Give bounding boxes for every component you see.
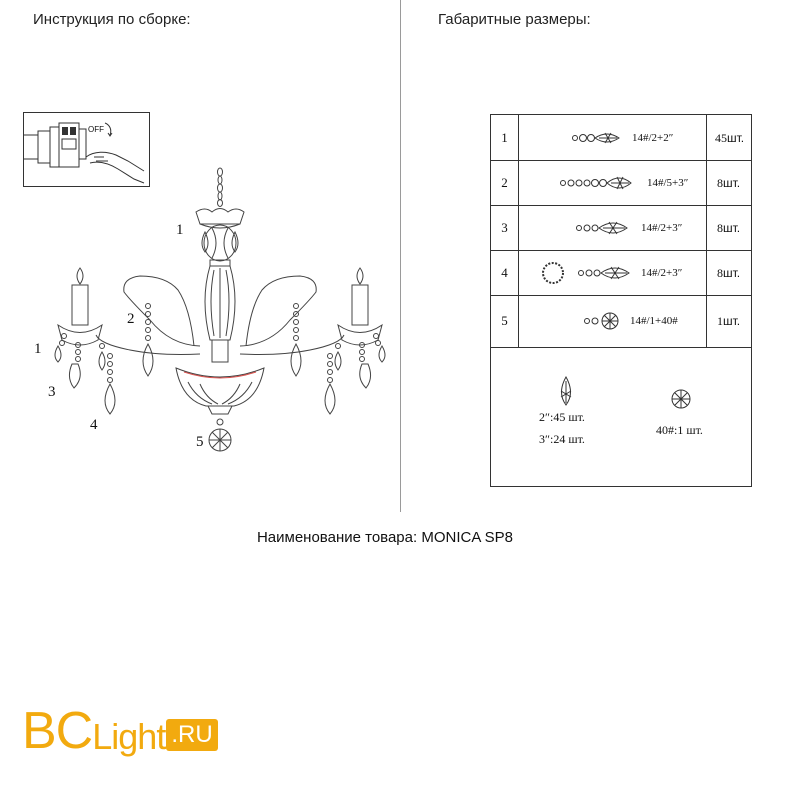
crystal-ball-strand-icon: [584, 312, 619, 330]
switch-off-illustration: OFF: [23, 112, 150, 187]
chain: [217, 167, 223, 207]
column-divider: [706, 205, 707, 250]
label-crystal-4-left: 4: [90, 417, 98, 433]
switch-off-label: OFF: [88, 125, 104, 134]
column-divider: [706, 250, 707, 295]
table-row: 3 14#/2+3″ 8шт.: [491, 205, 751, 251]
part-qty: 8шт.: [717, 176, 741, 190]
part-spec: 14#/2+2″: [632, 132, 674, 144]
table-row: 4 14#/2+3″ 8шт.: [491, 250, 751, 296]
part-spec: 14#/5+3″: [647, 177, 689, 189]
bclight-logo: BC Light .RU: [22, 697, 218, 757]
breaker-hand-icon: [24, 122, 145, 184]
column-divider: [706, 160, 707, 205]
logo-ru: .RU: [166, 719, 218, 751]
label-crystal-3-left: 3: [48, 384, 56, 400]
table-row: 1 14#/2+2″ 45шт.: [491, 115, 751, 161]
part-spec: 14#/1+40#: [630, 315, 678, 327]
part-spec: 14#/2+3″: [641, 267, 683, 279]
column-divider: [706, 115, 707, 160]
legend-drop-3in: 3″:24 шт.: [539, 432, 585, 446]
column-divider: [706, 295, 707, 347]
part-qty: 45шт.: [715, 131, 745, 145]
crystal-strand-icon: [560, 176, 632, 190]
product-name: Наименование товара: MONICA SP8: [256, 529, 514, 546]
table-row: 5 14#/1+40# 1шт.: [491, 295, 751, 348]
crystal-strand-icon: [576, 221, 628, 235]
label-crystal-1-top: 1: [176, 222, 184, 238]
part-qty: 8шт.: [717, 266, 741, 280]
part-qty: 8шт.: [717, 221, 741, 235]
part-number: 1: [491, 115, 519, 160]
parts-table: 1 14#/2+2″ 45шт. 2 14#/5+3″ 8шт. 3: [490, 114, 752, 487]
logo-bc: BC: [22, 702, 93, 760]
crystal-strand-icon: [572, 132, 620, 144]
part-number: 2: [491, 160, 519, 205]
teardrop-crystal-icon: [561, 375, 571, 406]
part-qty: 1шт.: [717, 314, 741, 328]
logo-light: Light: [92, 716, 166, 757]
label-crystal-2-arm: 2: [127, 311, 135, 327]
legend-drop-2in: 2″:45 шт.: [539, 410, 585, 424]
part-number: 3: [491, 205, 519, 250]
page-divider: [400, 0, 401, 512]
crystal-ring-strand-icon: [542, 262, 630, 284]
table-row: 2 14#/5+3″ 8шт.: [491, 160, 751, 206]
legend-icons: [560, 375, 691, 409]
part-number: 5: [491, 295, 519, 347]
dimensions-heading: Габаритные размеры:: [438, 11, 591, 28]
assembly-heading: Инструкция по сборке:: [33, 11, 191, 28]
label-crystal-5-bottom: 5: [196, 434, 204, 450]
chandelier-diagram: [54, 167, 386, 452]
part-spec: 14#/2+3″: [641, 222, 683, 234]
label-crystal-1-left: 1: [34, 341, 42, 357]
legend-ball-40: 40#:1 шт.: [656, 423, 703, 437]
part-number: 4: [491, 250, 519, 295]
